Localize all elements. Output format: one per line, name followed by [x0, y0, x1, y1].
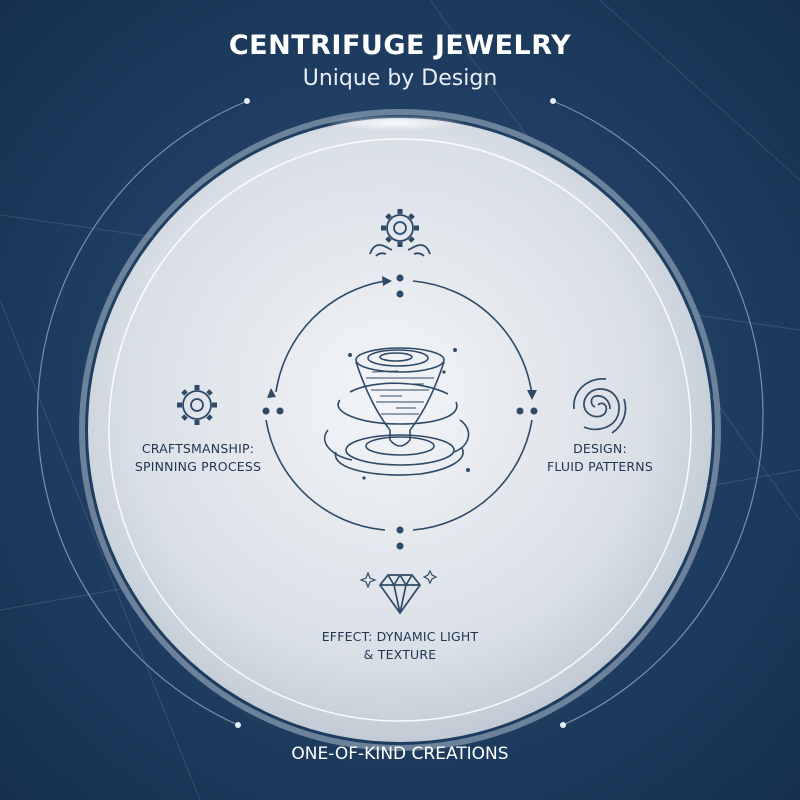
disc-outer-ring	[79, 109, 721, 751]
disc	[88, 118, 712, 742]
outer-orbit-arcs	[36, 100, 764, 726]
vortex-particles	[348, 348, 470, 480]
vortex-icon	[323, 347, 470, 476]
gear-icon	[177, 385, 217, 425]
sparkle-icon	[359, 571, 377, 589]
connector-dots	[262, 274, 538, 550]
design-label: DESIGN: FLUID PATTERNS	[540, 440, 660, 476]
effect-label-line2: & TEXTURE	[363, 647, 437, 662]
arrow-left	[267, 388, 276, 398]
cycle-ring	[265, 280, 533, 531]
effect-label: EFFECT: DYNAMIC LIGHT & TEXTURE	[300, 628, 500, 664]
disc-inner-ring	[108, 138, 692, 722]
design-label-line1: DESIGN:	[573, 441, 627, 456]
cycle-arrowheads	[267, 276, 537, 400]
sparkle-icon	[422, 569, 438, 585]
arrow-right	[527, 390, 537, 400]
effect-label-line1: EFFECT: DYNAMIC LIGHT	[321, 629, 479, 644]
page-title: CENTRIFUGE JEWELRY	[228, 30, 572, 61]
disc-highlight	[325, 115, 465, 131]
design-label-line2: FLUID PATTERNS	[546, 459, 653, 474]
craftsmanship-label-line2: SPINNING PROCESS	[134, 459, 262, 474]
page-subtitle: Unique by Design	[302, 66, 498, 91]
gear-hands-icon	[369, 209, 431, 257]
craftsmanship-label: CRAFTSMANSHIP: SPINNING PROCESS	[120, 440, 276, 476]
footer-caption: ONE-OF-KIND CREATIONS	[291, 744, 509, 764]
craftsmanship-label-line1: CRAFTSMANSHIP:	[141, 441, 255, 456]
orbit-end-dots	[235, 98, 566, 728]
spiral-icon	[573, 378, 627, 434]
diamond-icon	[359, 569, 438, 615]
arrow-top	[382, 276, 392, 286]
